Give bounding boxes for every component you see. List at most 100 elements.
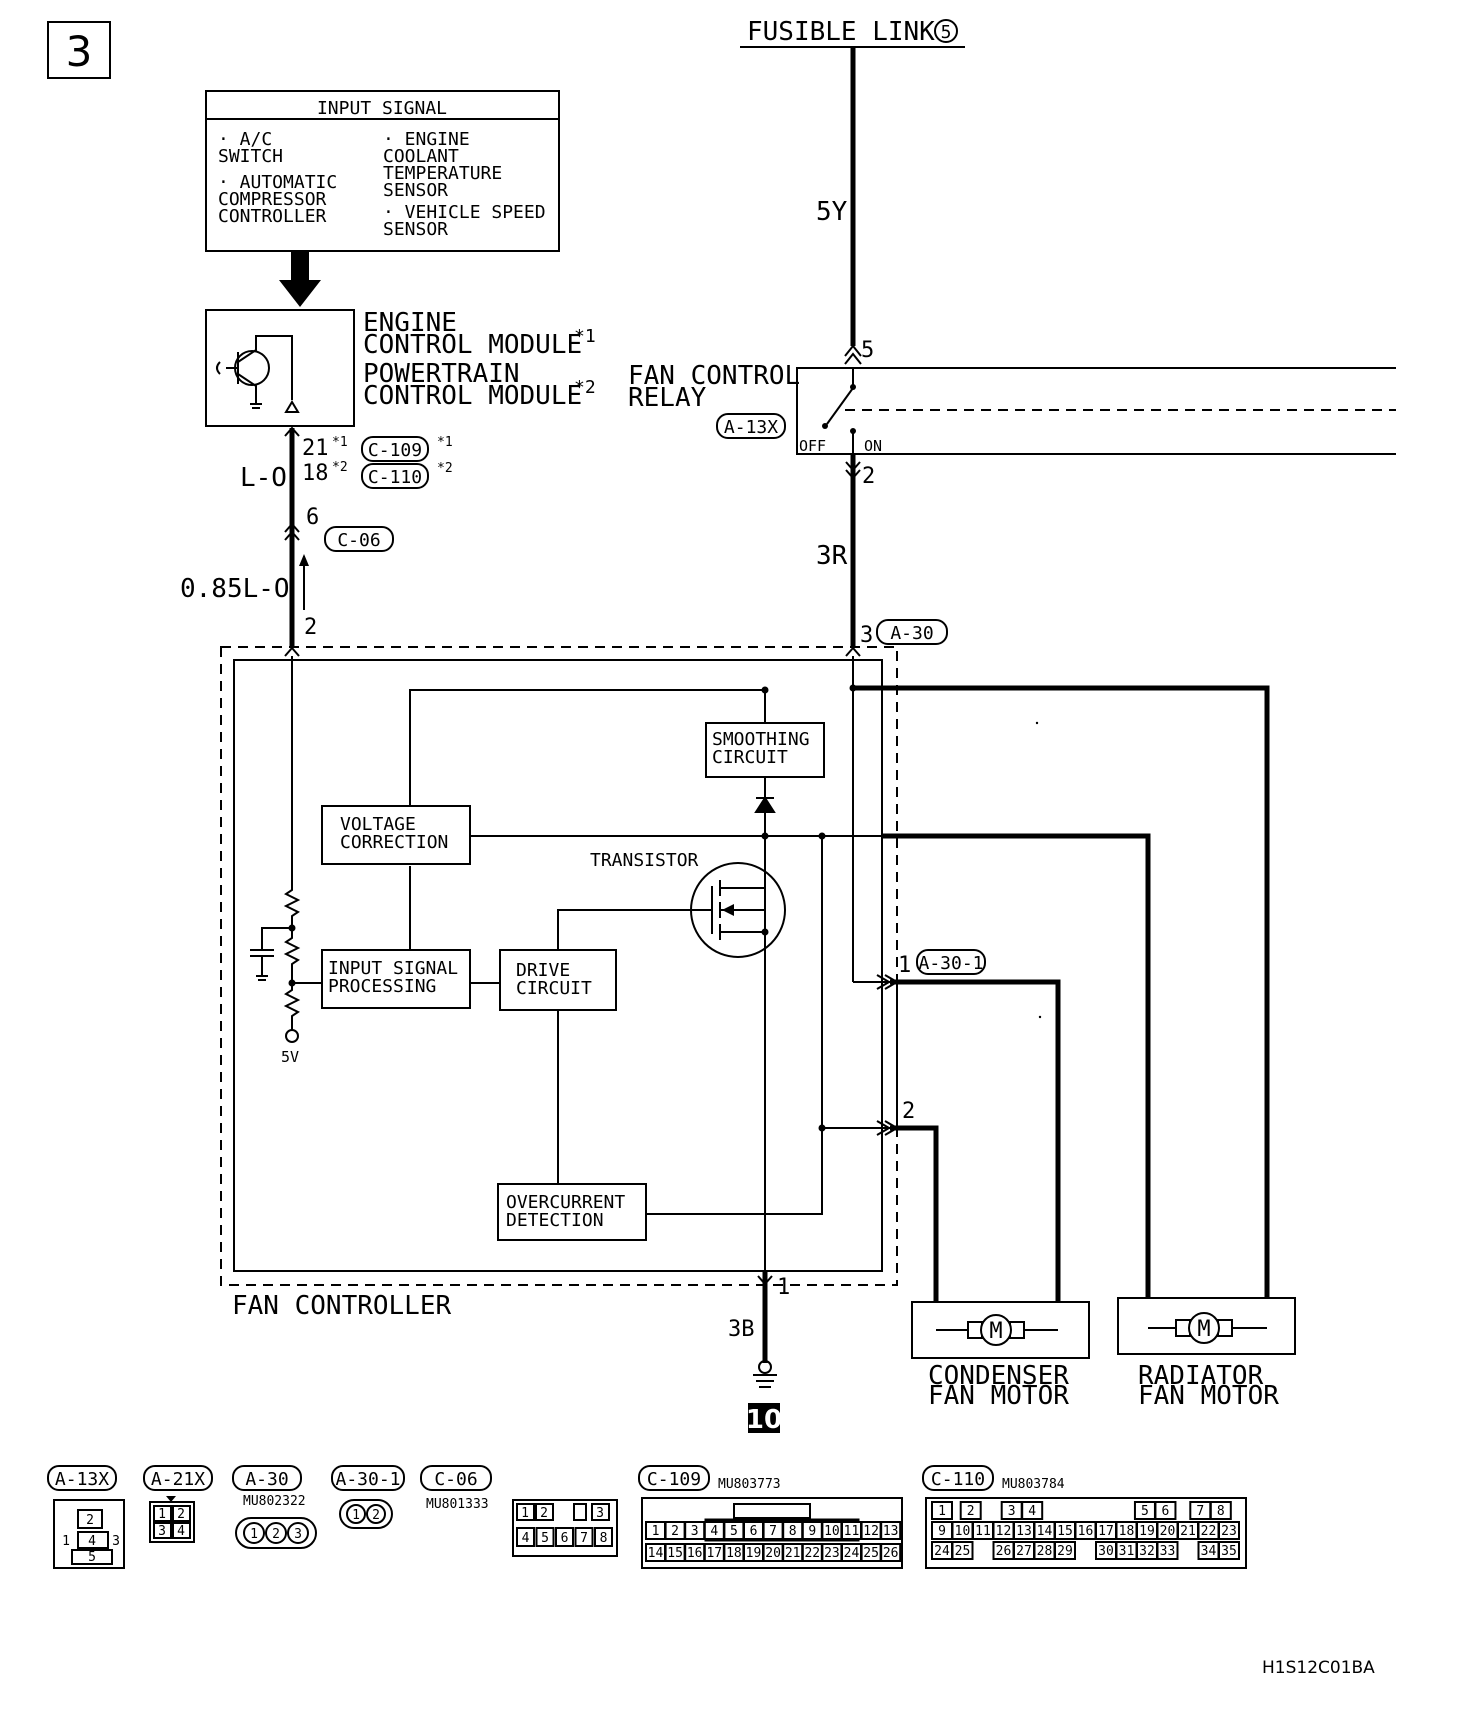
ground-ref: 10	[746, 1405, 782, 1435]
page-number-box: 3	[47, 21, 111, 79]
input-ac-2: SWITCH	[218, 146, 283, 167]
fusible-link: FUSIBLE LINK 5	[740, 17, 965, 48]
c109-pin-8: 8	[789, 1524, 797, 1539]
transistor-label: TRANSISTOR	[590, 850, 699, 871]
input-ect-4: SENSOR	[383, 180, 448, 201]
relay-on: ON	[864, 437, 882, 455]
c109-pin-5: 5	[730, 1524, 738, 1539]
input-ac-1: · A/C	[218, 129, 272, 150]
transistor-icon	[690, 836, 786, 1271]
fan-ctrl-pin-1: 1	[777, 1275, 790, 1300]
radiator-label-1: RADIATOR	[1138, 1361, 1264, 1391]
input-processing-box	[321, 949, 471, 1009]
c109-pin-24: 24	[844, 1546, 860, 1561]
relay-line1: FAN CONTROL	[628, 361, 800, 391]
input-ect-1: · ENGINE	[383, 129, 470, 150]
ecm-box	[205, 309, 355, 427]
wire-3r-label: 3R	[816, 541, 848, 571]
pcm-note2: *2	[574, 377, 596, 398]
legend-a21x: A-21X	[151, 1469, 205, 1490]
c109-pin-10: 10	[824, 1524, 840, 1539]
c110-pin-2: 2	[967, 1504, 975, 1519]
c110-pin-8-cell	[1209, 1501, 1232, 1520]
c109-pin-21: 21	[785, 1546, 801, 1561]
c06-pin-6: 6	[561, 1531, 569, 1546]
legend-a13x: A-13X	[55, 1469, 109, 1490]
v5-label: 5V	[281, 1048, 299, 1066]
wire-3b-label: 3B	[728, 1317, 755, 1342]
c110-pin-8: 8	[1217, 1504, 1225, 1519]
c110-pin-34: 34	[1201, 1544, 1217, 1559]
input-acc-2: COMPRESSOR	[218, 189, 327, 210]
fan-ctrl-pin-3: 3	[860, 623, 873, 648]
ecm-pin-18: 18	[302, 461, 329, 486]
c109-pin-12: 12	[863, 1524, 879, 1539]
c110-pin-22: 22	[1201, 1524, 1217, 1539]
pcm-line2: CONTROL MODULE	[363, 381, 582, 411]
ecm-pin-21-note: *1	[332, 435, 348, 450]
a30-pin-2: 2	[272, 1527, 280, 1542]
fan-control-relay: FAN CONTROL RELAY A-13X OFF ON	[628, 361, 1396, 455]
c110-pin-7: 7	[1196, 1504, 1204, 1519]
c109-pin-13-cell	[880, 1521, 902, 1540]
c109-pin-17: 17	[706, 1546, 722, 1561]
legend-a30: A-30	[245, 1469, 288, 1490]
c109-pin-20: 20	[765, 1546, 781, 1561]
c109-pin-22: 22	[804, 1546, 820, 1561]
c109-pin-4: 4	[710, 1524, 718, 1539]
c06-pin-1: 1	[521, 1506, 529, 1521]
c110-pin-28: 28	[1037, 1544, 1053, 1559]
legend-c110-part: MU803784	[1002, 1477, 1065, 1492]
drive-circuit-box	[499, 949, 617, 1011]
ecm-note1: *1	[574, 326, 596, 347]
c109-pin-15: 15	[667, 1546, 683, 1561]
c109-pin-26-cell	[880, 1543, 902, 1562]
c110-pin-31: 31	[1119, 1544, 1135, 1559]
a21x-pin-4: 4	[177, 1524, 185, 1539]
c109-pin-26: 26	[883, 1546, 899, 1561]
relay-pin-2: 2	[862, 464, 875, 489]
legend-c06: C-06	[434, 1469, 477, 1490]
a21x-pin-3: 3	[158, 1524, 166, 1539]
c110-pin-3: 3	[1008, 1504, 1016, 1519]
overcurrent-1: OVERCURRENT	[506, 1192, 625, 1213]
c110-pin-27: 27	[1016, 1544, 1032, 1559]
smoothing-circuit-box	[705, 722, 825, 778]
c110-pin-10: 10	[955, 1524, 971, 1539]
pcm-line1: POWERTRAIN	[363, 359, 520, 389]
input-ect-3: TEMPERATURE	[383, 163, 502, 184]
c110-pin-1: 1	[938, 1504, 946, 1519]
conn-a30-tag: A-30	[890, 623, 933, 644]
c06-pin-4: 4	[522, 1531, 530, 1546]
conn-a30-1-tag: A-30-1	[918, 953, 983, 974]
diode-icon	[754, 796, 776, 813]
ground-icon	[753, 1360, 777, 1388]
c06-pin-7: 7	[580, 1531, 588, 1546]
c109-pin-23: 23	[824, 1546, 840, 1561]
legend-c109: C-109	[647, 1469, 701, 1490]
a30-1-pin-2: 2	[372, 1508, 380, 1523]
fan-ctrl-pin-2-label: 2	[304, 615, 317, 640]
fan-controller-outline	[220, 646, 898, 1286]
c110-pin-11: 11	[975, 1524, 991, 1539]
conn-c06-tag	[324, 526, 394, 552]
input-signal-box: INPUT SIGNAL · A/C SWITCH · AUTOMATIC CO…	[205, 90, 560, 252]
c109-pin-19: 19	[746, 1546, 762, 1561]
a21x-pin-1: 1	[158, 1507, 166, 1522]
resistor-network-icon	[250, 886, 301, 1043]
out-pin-2: 2	[902, 1099, 915, 1124]
c109-pin-16: 16	[687, 1546, 703, 1561]
smoothing-2: CIRCUIT	[712, 747, 788, 768]
input-ect-2: COOLANT	[383, 146, 459, 167]
condenser-label-2: FAN MOTOR	[928, 1381, 1069, 1411]
c109-pin-25: 25	[863, 1546, 879, 1561]
c06-pin-6-cell	[555, 1527, 574, 1547]
c110-pin-20: 20	[1160, 1524, 1176, 1539]
c109-pin-3: 3	[691, 1524, 699, 1539]
c110-pin-23-cell	[1218, 1521, 1240, 1540]
wire-l-o-label: L-O	[240, 463, 287, 493]
wire-condenser-return	[890, 1125, 939, 1330]
c110-pin-9: 9	[938, 1524, 946, 1539]
input-vss-2: SENSOR	[383, 219, 448, 240]
a13x-pin-3: 3	[112, 1534, 120, 1549]
